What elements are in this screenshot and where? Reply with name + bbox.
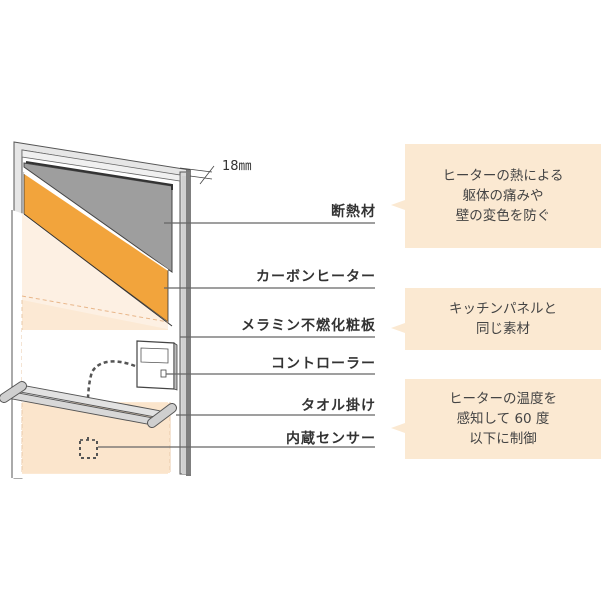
leader-lines	[98, 222, 375, 448]
callout-melamine-note: キッチンパネルと 同じ素材	[391, 288, 601, 350]
callout-insulation-note: ヒーターの熱による 躯体の痛みや 壁の変色を防ぐ	[391, 144, 601, 248]
insulation-layer	[23, 161, 173, 273]
sensor-wire	[86, 360, 136, 441]
towel-bar	[0, 381, 177, 428]
label-melamine-board: メラミン不燃化粧板	[241, 318, 376, 334]
label-towel-bar: タオル掛け	[301, 398, 376, 414]
dimension-label: 18㎜	[222, 159, 252, 174]
callout-sensor-note: ヒーターの温度を 感知して 60 度 以下に制御	[391, 379, 601, 459]
label-insulation: 断熱材	[331, 204, 376, 220]
label-built-in-sensor: 内蔵センサー	[286, 431, 376, 447]
dimension-marker	[179, 165, 215, 185]
label-controller: コントローラー	[271, 356, 376, 372]
sensor	[79, 437, 98, 459]
label-carbon-heater: カーボンヒーター	[256, 269, 376, 285]
controller-device	[136, 340, 178, 391]
